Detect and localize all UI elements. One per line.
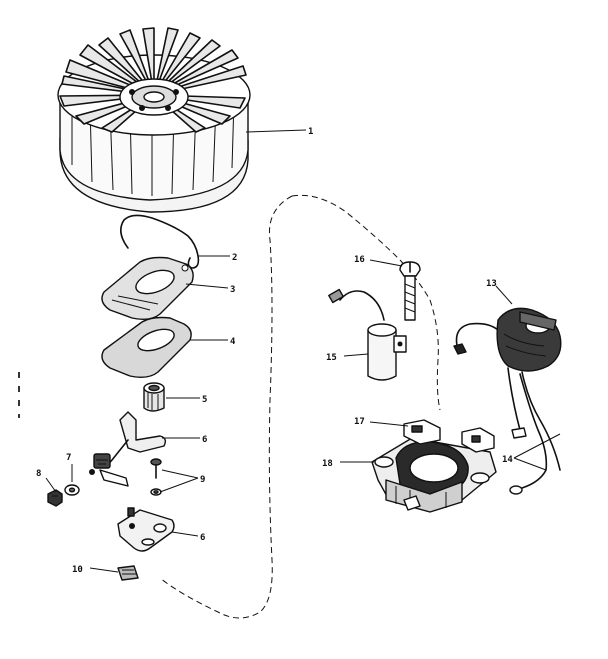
callout-18: 18 [322, 459, 333, 469]
washer-part-7 [64, 484, 80, 496]
callout-5: 5 [202, 395, 207, 405]
callout-15: 15 [326, 353, 337, 363]
breaker-arm-part-6 [89, 411, 167, 487]
flywheel-part [57, 27, 251, 213]
mounting-plate-part-6b [117, 507, 175, 552]
callout-17: 17 [354, 417, 365, 427]
callout-9: 9 [200, 475, 205, 485]
callout-4: 4 [230, 337, 236, 347]
callout-6-plate: 6 [200, 533, 205, 543]
screw-part-16 [399, 261, 421, 321]
callout-labels: 1 2 3 4 5 6 7 8 9 6 10 13 14 15 16 17 18 [36, 127, 513, 575]
callout-2: 2 [232, 253, 237, 263]
wire-spring-part [120, 214, 200, 269]
margin-speckles [18, 372, 20, 418]
felt-pad-part-10 [117, 565, 139, 581]
callout-16: 16 [354, 255, 365, 265]
callout-14: 14 [502, 455, 513, 465]
condenser-part-15 [328, 288, 407, 381]
callout-1: 1 [308, 127, 313, 137]
wire-leads-part-14 [509, 371, 561, 495]
callout-3: 3 [230, 285, 235, 295]
leader-lines [45, 129, 561, 573]
callout-13: 13 [486, 279, 497, 289]
gasket-part-4 [101, 316, 192, 379]
screws-part-9 [150, 458, 162, 496]
coil-part-13 [453, 307, 562, 439]
dashed-group-outline [159, 194, 441, 619]
plate-part-3 [101, 256, 194, 321]
callout-10: 10 [72, 565, 83, 575]
callout-8: 8 [36, 469, 41, 479]
callout-7: 7 [66, 453, 71, 463]
nut-part-8 [47, 489, 63, 507]
cam-part-5 [143, 382, 165, 412]
callout-6: 6 [202, 435, 207, 445]
stator-plate-part-18 [371, 419, 497, 513]
